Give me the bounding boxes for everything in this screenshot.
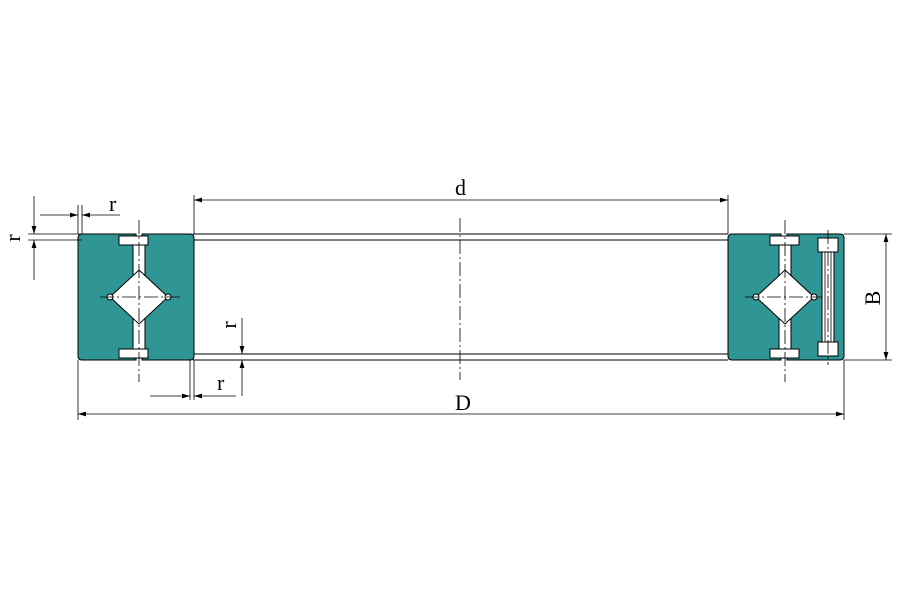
right-section [727, 220, 845, 382]
right-seal-top [769, 235, 800, 246]
label-r-bottom-horizontal: r [217, 370, 225, 395]
left-seal-top [118, 235, 149, 246]
right-seal-bottom [769, 348, 800, 359]
label-d: d [455, 175, 466, 200]
label-D: D [455, 390, 471, 415]
left-seal-bottom [118, 348, 149, 359]
extension-lines [28, 195, 892, 420]
label-r-top-left-horizontal: r [109, 191, 117, 216]
label-r-bottom-vertical: r [216, 321, 241, 329]
bore-lines [193, 233, 728, 361]
dimension-lines [31, 196, 889, 417]
left-section [77, 220, 195, 382]
label-B: B [860, 291, 885, 306]
label-r-top-left-vertical: r [0, 234, 25, 242]
